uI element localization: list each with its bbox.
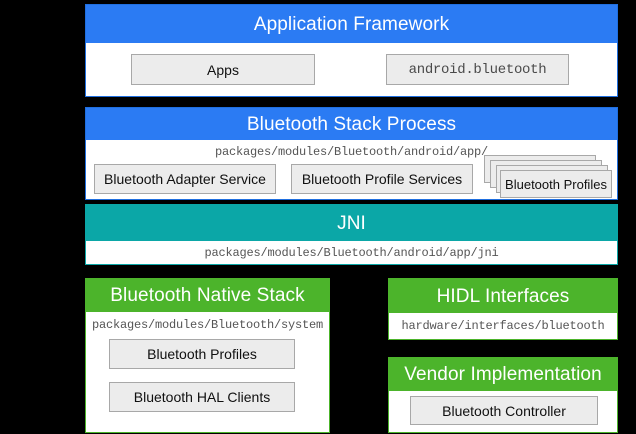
- stack-card-front-bluetooth-profiles[interactable]: Bluetooth Profiles: [500, 170, 612, 198]
- jni-header: JNI: [86, 205, 617, 241]
- double-headed-arrow-icon: [330, 296, 388, 304]
- application-framework-header: Application Framework: [86, 5, 617, 43]
- bluetooth-stack-process-body: packages/modules/Bluetooth/android/app/ …: [86, 140, 617, 199]
- bluetooth-native-stack-header: Bluetooth Native Stack: [86, 279, 329, 312]
- vendor-implementation-body: Bluetooth Controller: [389, 391, 617, 432]
- bluetooth-native-stack-path-label: packages/modules/Bluetooth/system: [91, 318, 324, 332]
- hidl-interfaces-path-label: hardware/interfaces/bluetooth: [401, 319, 605, 333]
- bluetooth-stack-process-header: Bluetooth Stack Process: [86, 108, 617, 140]
- hidl-interfaces-header: HIDL Interfaces: [389, 279, 617, 313]
- box-bluetooth-controller[interactable]: Bluetooth Controller: [410, 396, 598, 425]
- panel-vendor-implementation: Vendor Implementation Bluetooth Controll…: [388, 357, 618, 433]
- hidl-interfaces-body: hardware/interfaces/bluetooth: [389, 313, 617, 339]
- box-android-bluetooth-api[interactable]: android.bluetooth: [386, 54, 569, 85]
- panel-hidl-interfaces: HIDL Interfaces hardware/interfaces/blue…: [388, 278, 618, 340]
- jni-path-label: packages/modules/Bluetooth/android/app/j…: [204, 245, 499, 260]
- box-bluetooth-adapter-service[interactable]: Bluetooth Adapter Service: [94, 164, 276, 194]
- jni-body: packages/modules/Bluetooth/android/app/j…: [86, 241, 617, 264]
- application-framework-body: Apps android.bluetooth: [86, 43, 617, 96]
- panel-bluetooth-native-stack: Bluetooth Native Stack packages/modules/…: [85, 278, 330, 433]
- panel-bluetooth-stack-process: Bluetooth Stack Process packages/modules…: [85, 107, 618, 200]
- box-bluetooth-profiles-native[interactable]: Bluetooth Profiles: [109, 339, 295, 369]
- box-bluetooth-hal-clients[interactable]: Bluetooth HAL Clients: [109, 382, 295, 412]
- bluetooth-stack-process-path-label: packages/modules/Bluetooth/android/app/: [214, 145, 489, 159]
- stacked-cards-bluetooth-profiles[interactable]: Bluetooth Profiles: [484, 155, 612, 198]
- panel-jni: JNI packages/modules/Bluetooth/android/a…: [85, 204, 618, 265]
- vendor-implementation-header: Vendor Implementation: [389, 358, 617, 391]
- box-bluetooth-profile-services[interactable]: Bluetooth Profile Services: [291, 164, 473, 194]
- box-apps[interactable]: Apps: [131, 54, 315, 85]
- panel-application-framework: Application Framework Apps android.bluet…: [85, 4, 618, 97]
- bluetooth-native-stack-body: packages/modules/Bluetooth/system Blueto…: [86, 312, 329, 432]
